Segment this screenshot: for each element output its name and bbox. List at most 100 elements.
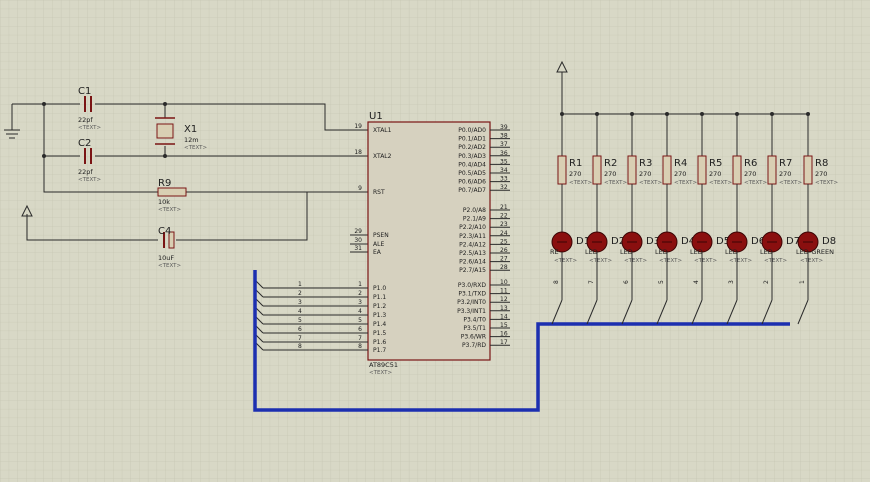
led-value: LED (620, 248, 633, 256)
c1-value: 22pf (78, 116, 93, 124)
resistor-ref: R3 (639, 158, 652, 169)
u1-pin-number: 21 (500, 204, 508, 211)
bus-label: 1 (799, 280, 806, 284)
u1-pin-name: P3.1/TXD (458, 291, 486, 298)
u1-pin-name: P2.3/A11 (459, 233, 486, 240)
u1-pin-name: P3.5/T1 (463, 325, 486, 332)
resistor-ref: R8 (815, 158, 828, 169)
led-value: LED (725, 248, 738, 256)
u1-pin-number: 29 (354, 228, 362, 235)
u1-pin-number: 18 (354, 149, 362, 156)
u1-pin-name: P1.0 (373, 285, 386, 292)
u1-pin-number: 12 (500, 296, 508, 303)
bus-label: 3 (298, 299, 302, 306)
u1-pin-number: 10 (500, 279, 508, 286)
led-value: LED (760, 248, 773, 256)
led-ref: D2 (611, 236, 625, 247)
r9-value: 10k (158, 198, 170, 206)
led-text: <TEXT> (729, 258, 752, 264)
led-text: <TEXT> (800, 258, 823, 264)
led-ref: D7 (786, 236, 800, 247)
led-value: LED (585, 248, 598, 256)
resistor-r9[interactable]: R9 10k <TEXT> (157, 178, 187, 213)
resistor-value: 270 (674, 170, 686, 178)
led-text: <TEXT> (764, 258, 787, 264)
resistor-text: <TEXT> (604, 180, 627, 186)
u1-pin-number: 23 (500, 221, 508, 228)
u1-pin-name: P1.7 (373, 347, 386, 354)
led-text: <TEXT> (589, 258, 612, 264)
u1-pin-name: P0.0/AD0 (458, 127, 486, 134)
u1-pin-number: 27 (500, 256, 508, 263)
resistor-value: 270 (779, 170, 791, 178)
resistor-text: <TEXT> (709, 180, 732, 186)
u1-pin-name: P0.3/AD3 (458, 153, 486, 160)
u1-pin-name: P3.6/WR (461, 334, 486, 341)
led-value: LED-GREEN (796, 248, 834, 256)
u1-pin-name: P0.2/AD2 (458, 144, 486, 151)
led-ref: D6 (751, 236, 765, 247)
led-text: <TEXT> (659, 258, 682, 264)
resistor-text: <TEXT> (779, 180, 802, 186)
resistor-value: 270 (604, 170, 616, 178)
resistor-text: <TEXT> (569, 180, 592, 186)
u1-pin-number: 38 (500, 133, 508, 140)
u1-pin-name: XTAL1 (373, 127, 392, 134)
led-value: RE (550, 248, 559, 256)
led-value: LED (690, 248, 703, 256)
resistor-ref: R7 (779, 158, 792, 169)
led-text: <TEXT> (554, 258, 577, 264)
bus-label: 6 (623, 280, 630, 284)
bus-label: 5 (298, 317, 302, 324)
bus-label: 2 (763, 280, 770, 284)
u1-pin-number: 9 (358, 185, 362, 192)
u1-pin-name: P1.1 (373, 294, 386, 301)
crystal-x1[interactable]: X1 12m <TEXT> (155, 117, 207, 151)
microcontroller-u1[interactable]: U1 AT89C51 <TEXT> 19XTAL118XTAL29RST29PS… (340, 111, 510, 376)
u1-pin-name: P2.0/A8 (463, 207, 486, 214)
u1-part: AT89C51 (369, 361, 398, 369)
resistor-text: <TEXT> (639, 180, 662, 186)
u1-pin-name: P2.2/A10 (459, 224, 486, 231)
resistor-ref: R4 (674, 158, 687, 169)
led-ref: D5 (716, 236, 730, 247)
u1-pin-number: 6 (358, 326, 362, 333)
u1-pin-number: 34 (500, 167, 508, 174)
u1-pin-number: 1 (358, 281, 362, 288)
x1-value: 12m (184, 136, 199, 144)
resistor-value: 270 (569, 170, 581, 178)
ground-symbol (4, 104, 20, 139)
u1-pin-number: 32 (500, 184, 508, 191)
u1-pin-number: 24 (500, 230, 508, 237)
bus-label: 3 (728, 280, 735, 284)
capacitor-c2[interactable]: C2 22pf <TEXT> (78, 138, 101, 183)
u1-pin-number: 33 (500, 176, 508, 183)
u1-text: <TEXT> (369, 370, 392, 376)
c2-ref: C2 (78, 138, 91, 149)
capacitor-c1[interactable]: C1 22pf <TEXT> (78, 86, 101, 131)
u1-pin-number: 15 (500, 322, 508, 329)
capacitor-c4[interactable]: C4 10uF <TEXT> (158, 226, 181, 269)
x1-ref: X1 (184, 124, 197, 135)
u1-pin-number: 35 (500, 158, 508, 165)
resistor-text: <TEXT> (744, 180, 767, 186)
led-text: <TEXT> (624, 258, 647, 264)
